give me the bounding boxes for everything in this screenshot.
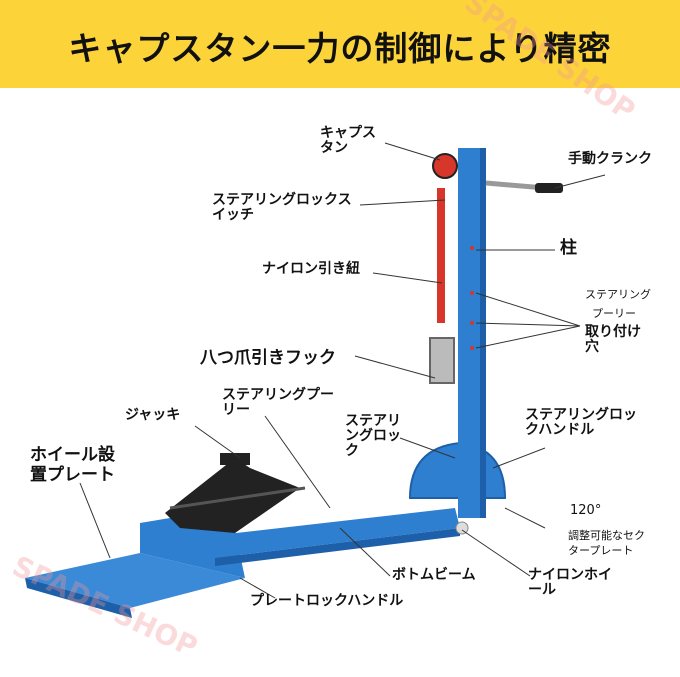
label-nylon-cord: ナイロン引き紐 [262, 261, 360, 277]
label-steering-lock-switch: ステアリングロックス イッチ [212, 192, 352, 223]
label-hand-crank: 手動クランク [568, 151, 652, 167]
label-wheel-plate: ホイール設 置プレート [30, 445, 115, 485]
jack-body [165, 458, 300, 533]
bottom-beam [210, 508, 460, 558]
label-jack: ジャッキ [125, 407, 181, 423]
label-capstan: キャプス タン [320, 125, 376, 156]
label-sector-plate: 調整可能なセク タープレート [568, 529, 645, 557]
jack-top [220, 453, 250, 465]
nylon-cord [437, 188, 445, 323]
label-nylon-wheel: ナイロンホイ ール [528, 567, 612, 598]
capstan-drum [432, 153, 458, 179]
wheel-plate [25, 553, 245, 608]
pillar-shade [480, 148, 486, 518]
eight-claw-hook [429, 337, 455, 384]
label-angle: 120° [570, 503, 602, 518]
label-plate-lock-handle: プレートロックハンドル [250, 593, 404, 609]
nylon-wheel [455, 521, 469, 535]
label-steering-pulley: ステアリングプー リー [222, 387, 334, 418]
wheel-plate-front [25, 578, 132, 618]
label-steering-pulley-mount-b: プーリー [592, 307, 636, 320]
bottom-beam-shade [215, 528, 460, 566]
label-pillar: 柱 [560, 238, 577, 258]
sector-plate [408, 441, 507, 499]
label-bottom-beam: ボトムビーム [392, 567, 476, 583]
banner-title: キャプスタン一力の制御により精密 [68, 29, 612, 68]
product-illustration [25, 142, 606, 618]
label-steering-lock-handle: ステアリングロッ クハンドル [525, 407, 637, 438]
title-banner: キャプスタン一力の制御により精密 [0, 0, 680, 88]
label-eight-claw-hook: 八つ爪引きフック [200, 348, 336, 368]
label-steering-pulley-mount-a: ステアリング [585, 288, 651, 301]
label-steering-lock: ステアリ ングロッ ク [345, 413, 401, 459]
jack-screw [169, 486, 306, 510]
label-steering-pulley-mount-c: 取り付け 穴 [585, 324, 641, 355]
hand-crank-grip [535, 183, 563, 193]
